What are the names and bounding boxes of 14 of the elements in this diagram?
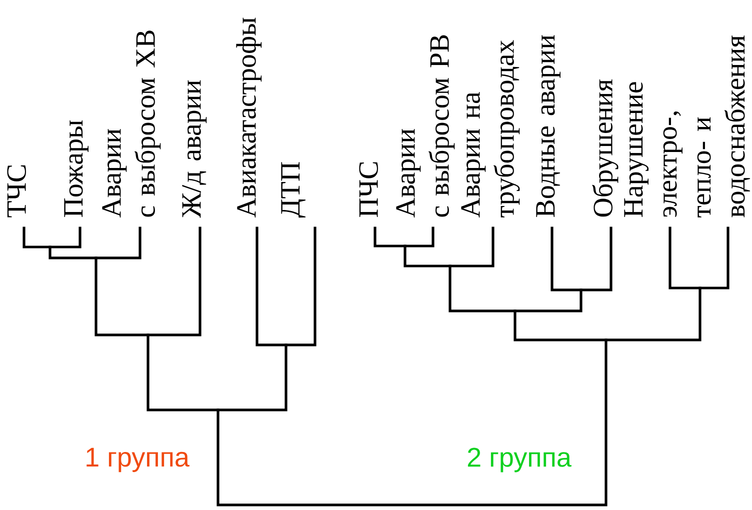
leaf-label: Нарушение электро-, тепло- и водоснабжения	[624, 35, 750, 218]
leaf-label: ПЧС	[359, 162, 378, 217]
leaf-label: Аварии на трубопроводах	[461, 40, 520, 218]
group-label: 1 группа	[86, 448, 190, 472]
leaf-label: Пожары	[64, 120, 88, 217]
leaf-label: ТЧС	[7, 165, 26, 218]
leaf-label: Ж/д аварии	[182, 80, 207, 218]
leaf-label: Аварии с выбросом РВ	[396, 35, 455, 218]
leaf-label: Аварии с выбросом ХВ	[102, 30, 161, 218]
group-label: 2 группа	[468, 448, 572, 472]
leaf-label: Обрушения	[592, 79, 618, 217]
leaf-label: ДТП	[281, 162, 306, 218]
leaf-label: Водные аварии	[536, 35, 560, 217]
leaf-label: Авиакатастрофы	[236, 18, 262, 218]
